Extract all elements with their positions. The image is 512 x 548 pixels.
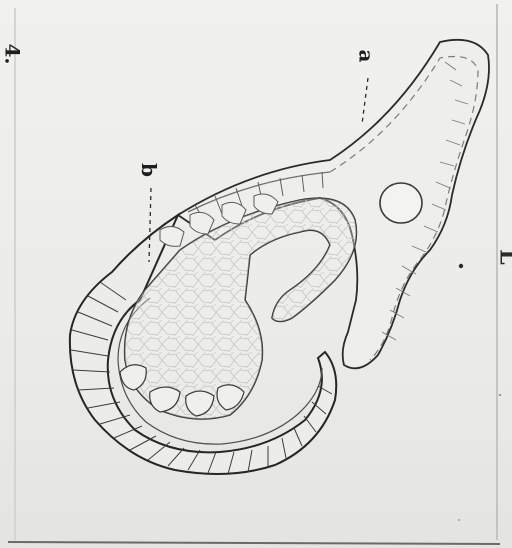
label-b: b xyxy=(139,163,159,177)
specks xyxy=(458,264,501,521)
figure-number: 4. xyxy=(2,44,22,65)
edge-mark: L xyxy=(497,249,512,264)
label-a: a xyxy=(356,50,376,63)
vesicle xyxy=(380,183,422,223)
